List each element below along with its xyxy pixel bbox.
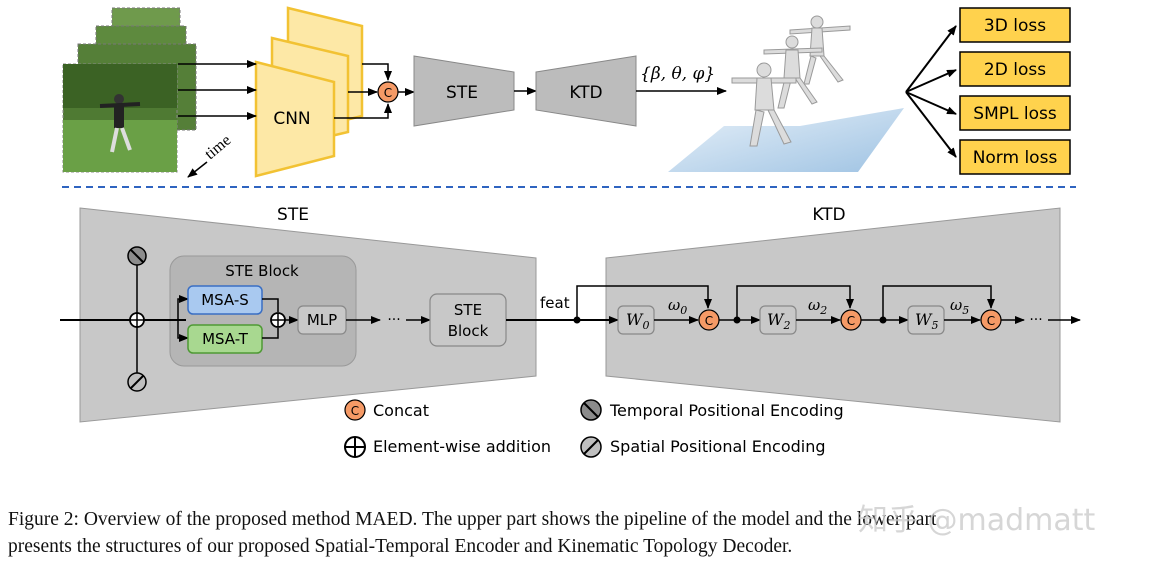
skip-0 [576, 285, 712, 320]
legend-addition-label: Element-wise addition [373, 437, 551, 456]
spatial-encoding-stroke [130, 375, 144, 389]
loss-label-2d: 2D loss [984, 60, 1046, 80]
concat-symbol: C [384, 86, 392, 100]
mlp-label: MLP [307, 311, 337, 329]
watermark: 知乎 @madmatt [858, 503, 1096, 538]
msa-s-box [187, 285, 263, 315]
cnn-to-concat-3 [334, 103, 392, 119]
skip-1 [736, 285, 854, 320]
params-label: {β, θ, φ} [640, 64, 715, 84]
legend-concat-icon [344, 399, 366, 421]
loss-label-3d: 3D loss [984, 16, 1046, 36]
video-frames [62, 7, 197, 173]
loss-arrow-2d [905, 69, 957, 93]
ste-block-small-b: Block [448, 322, 489, 340]
legend-concat-label: Concat [373, 401, 429, 420]
skip-2 [882, 285, 995, 320]
msa-s-label: MSA-S [201, 291, 249, 309]
ste-block-title: STE Block [225, 262, 299, 280]
legend-temporal-label: Temporal Positional Encoding [609, 401, 844, 420]
w5-label: W5 [915, 310, 938, 332]
person-figure [99, 94, 141, 153]
loss-box-norm [959, 139, 1071, 175]
ktd-detail-block [605, 207, 1061, 423]
omega2-label: ω2 [808, 296, 827, 317]
branch-msa-t [177, 320, 189, 342]
w0-label: W0 [626, 310, 649, 332]
ktd-top-block [535, 55, 637, 127]
time-arrow [187, 161, 208, 178]
loss-label-norm: Norm loss [973, 148, 1058, 168]
dots-ktd: ··· [1029, 312, 1042, 328]
msa-t-box [187, 324, 263, 354]
time-label: time [202, 132, 235, 163]
ste-top-label: STE [446, 83, 478, 103]
msa-s-out [262, 298, 279, 312]
concat-0-symbol: C [705, 314, 713, 328]
caption-line-1: Figure 2: Overview of the proposed metho… [8, 509, 937, 530]
legend-spatial-stroke [583, 439, 599, 455]
cnn-to-concat-1 [362, 63, 392, 81]
msa-t-label: MSA-T [202, 330, 249, 348]
caption-line-2: presents the structures of our proposed … [8, 536, 793, 557]
legend-spatial-label: Spatial Positional Encoding [610, 437, 826, 456]
ste-detail-title: STE [277, 205, 309, 225]
loss-arrow-norm [905, 91, 957, 158]
legend-temporal-stroke [583, 402, 599, 418]
loss-box-3d [959, 7, 1071, 43]
omega0-label: ω0 [668, 296, 687, 317]
cnn-block [254, 6, 364, 178]
loss-label-smpl: SMPL loss [973, 104, 1057, 124]
ste-block-small-a: STE [454, 301, 482, 319]
temporal-encoding-stroke [130, 249, 144, 263]
dots-ste: ··· [387, 312, 400, 328]
w2-label: W2 [767, 310, 790, 332]
ktd-detail-title: KTD [812, 205, 845, 225]
concat-5-symbol: C [987, 314, 995, 328]
branch-msa-s [177, 295, 189, 320]
loss-arrow-3d [905, 25, 957, 93]
omega5-label: ω5 [950, 296, 969, 317]
figure-caption: Figure 2: Overview of the proposed metho… [8, 506, 1142, 560]
ste-top-block [413, 55, 515, 127]
ktd-top-label: KTD [569, 83, 602, 103]
legend-concat-symbol: C [351, 404, 359, 418]
msa-t-out [262, 328, 279, 339]
loss-arrow-smpl [905, 91, 957, 115]
cnn-label: CNN [273, 109, 310, 129]
feat-label: feat [540, 294, 570, 312]
mesh-figures [731, 15, 851, 147]
loss-box-2d [959, 51, 1071, 87]
loss-box-smpl [959, 95, 1071, 131]
concat-2-symbol: C [847, 314, 855, 328]
